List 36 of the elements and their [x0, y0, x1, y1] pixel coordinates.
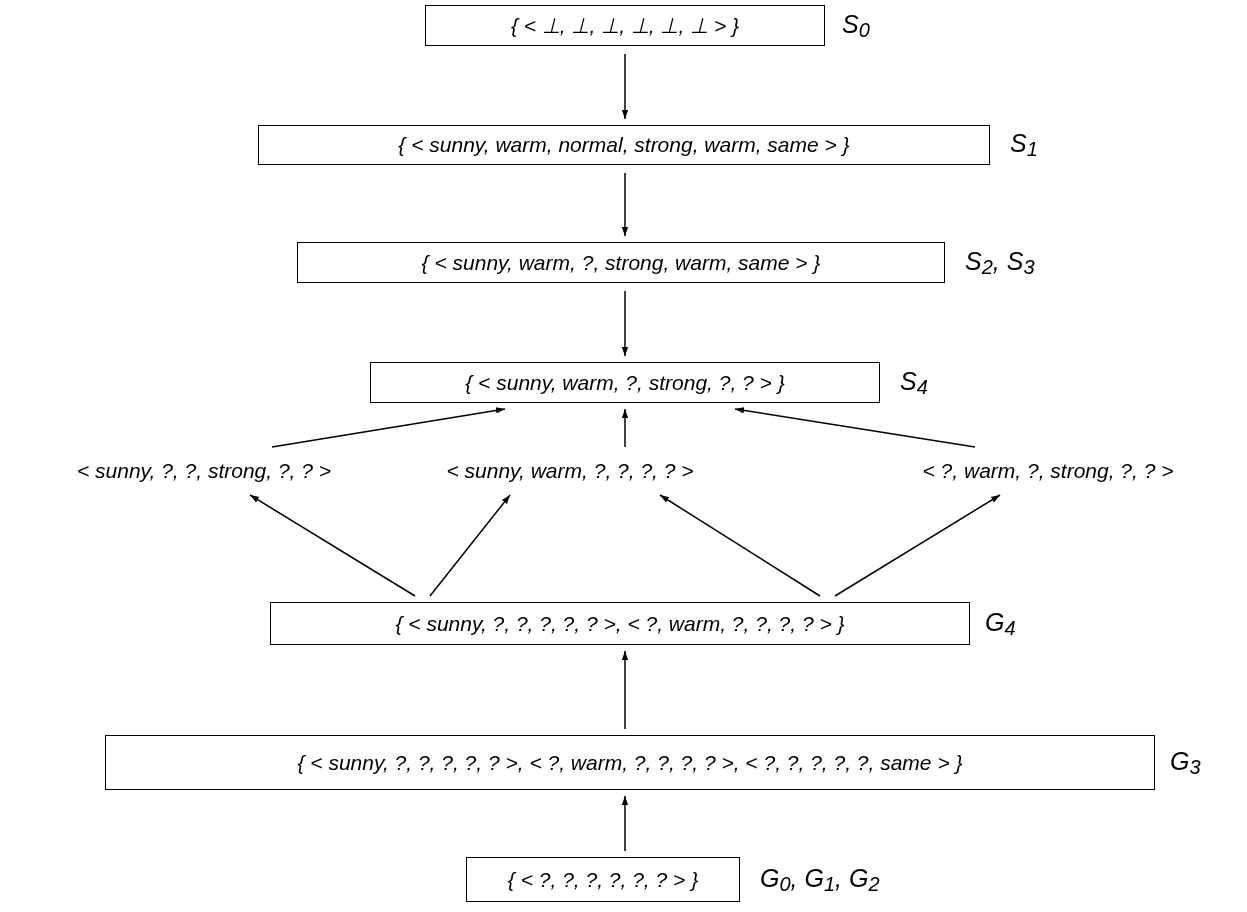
set-name-label: S$_{2}$, S$_{3}$: [965, 246, 1035, 279]
set-text: { < sunny, ?, ?, ?, ?, ? >, < ?, warm, ?, ?, ?, ? > }: [395, 611, 845, 636]
set-name-label: S$_{1}$: [1010, 129, 1038, 161]
hypothesis-text: < ?, warm, ?, strong, ?, ? >: [922, 459, 1174, 483]
hypothesis-text: < sunny, ?, ?, strong, ?, ? >: [76, 459, 332, 483]
set-name-label: G$_{3}$: [1170, 746, 1201, 779]
hypothesis-set-box: [466, 857, 740, 902]
hypothesis-set-box: [370, 362, 880, 403]
hypothesis-set-box: [258, 125, 990, 165]
arrow: [429, 494, 511, 597]
arrow: [271, 407, 506, 448]
set-text: { < ?, ?, ?, ?, ?, ? > }: [507, 867, 699, 892]
arrow: [621, 290, 629, 357]
hypothesis-text: < sunny, warm, ?, ?, ?, ? >: [446, 459, 694, 483]
arrow: [621, 172, 629, 237]
set-name-label: G$_{4}$: [985, 607, 1016, 640]
set-name-label: G$_{0}$, G$_{1}$, G$_{2}$: [760, 863, 880, 896]
hypothesis-set-box: [105, 735, 1155, 790]
set-text: { < sunny, warm, ?, strong, warm, same > }: [421, 250, 821, 275]
arrow: [734, 407, 976, 448]
set-text: { < sunny, warm, normal, strong, warm, same > }: [398, 133, 850, 157]
arrow: [621, 408, 629, 448]
arrow: [834, 494, 1001, 597]
set-name-label: S$_{0}$: [842, 9, 870, 42]
set-name-label: S$_{4}$: [900, 366, 928, 399]
hypothesis-set-box: [297, 242, 945, 283]
arrow: [621, 795, 629, 852]
arrow: [621, 650, 629, 730]
arrow: [659, 494, 821, 597]
arrow: [621, 53, 629, 120]
hypothesis-set-box: [425, 5, 825, 46]
hypothesis-set-box: [270, 602, 970, 645]
set-text: { < sunny, warm, ?, strong, ?, ? > }: [465, 370, 785, 395]
set-text: { < sunny, ?, ?, ?, ?, ? >, < ?, warm, ?, ?, ?, ? >, < ?, ?, ?, ?, ?, same > }: [297, 750, 963, 775]
set-text: { < ⊥, ⊥, ⊥, ⊥, ⊥, ⊥ > }: [510, 13, 740, 38]
arrow: [249, 494, 416, 597]
